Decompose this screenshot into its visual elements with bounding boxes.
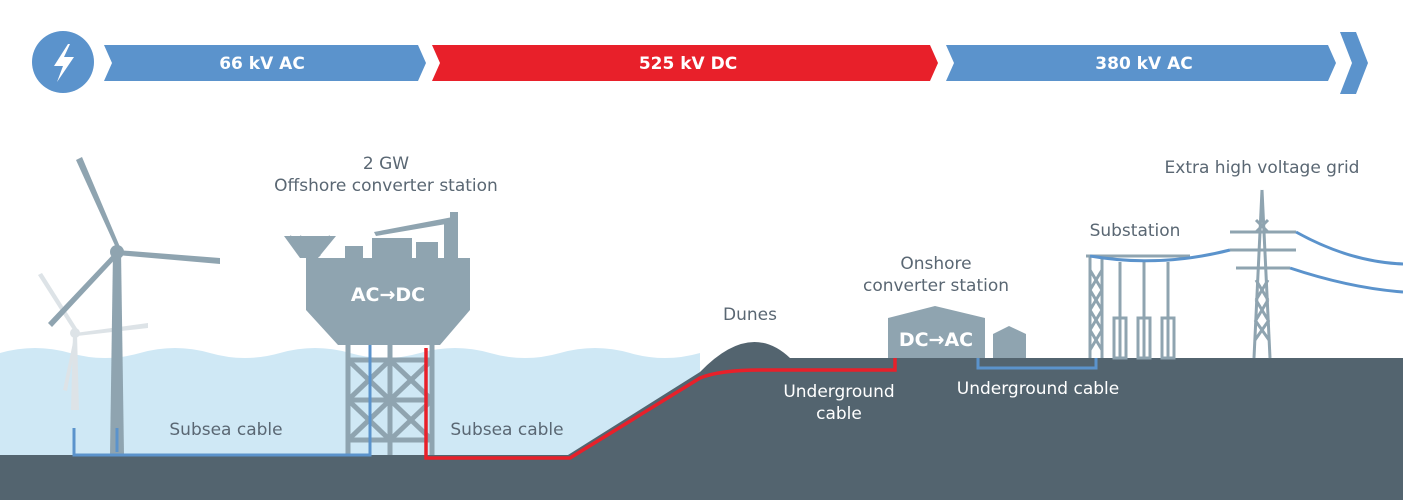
subsea-cable-label-1: Subsea cable: [169, 420, 282, 440]
onshore-box-label: DC→AC: [899, 329, 973, 351]
underground-cable-label-1-line1: Underground: [783, 382, 894, 402]
offshore-converter-platform: [284, 212, 470, 455]
grid-label: Extra high voltage grid: [1165, 158, 1360, 178]
overhead-lines: [1089, 230, 1403, 294]
banner-end-chevron: [1340, 32, 1368, 94]
onshore-converter-station: [888, 306, 1026, 358]
substation-label: Substation: [1090, 221, 1181, 241]
onshore-station-label-line2: converter station: [863, 276, 1009, 296]
segment-525kv-dc: [432, 45, 938, 81]
offshore-capacity-label: 2 GW: [363, 154, 409, 174]
lightning-bolt-icon: [32, 31, 94, 93]
dunes-label: Dunes: [723, 305, 777, 325]
offshore-station-label: Offshore converter station: [274, 176, 498, 196]
subsea-cable-dc: [424, 348, 897, 460]
wind-turbine-small: [38, 273, 148, 410]
wind-turbine-large: [48, 157, 220, 455]
land: [560, 341, 1403, 500]
underground-cable-label-2: Underground cable: [957, 379, 1119, 399]
subsea-cable-ac: [72, 345, 372, 457]
segment-66kv-ac-label: 66 kV AC: [219, 54, 305, 74]
onshore-station-label-line1: Onshore: [900, 254, 971, 274]
segment-525kv-dc-label: 525 kV DC: [639, 54, 737, 74]
segment-66kv-ac: [104, 45, 426, 81]
subsea-cable-label-2: Subsea cable: [450, 420, 563, 440]
transmission-pylon: [1230, 189, 1296, 359]
underground-cable-ac: [976, 358, 1098, 370]
sea-floor: [0, 455, 600, 500]
segment-380kv-ac-label: 380 kV AC: [1095, 54, 1192, 74]
underground-cable-label-1-line2: cable: [816, 404, 862, 424]
offshore-box-label: AC→DC: [351, 284, 425, 306]
segment-380kv-ac: [946, 45, 1336, 81]
substation: [1086, 254, 1190, 360]
